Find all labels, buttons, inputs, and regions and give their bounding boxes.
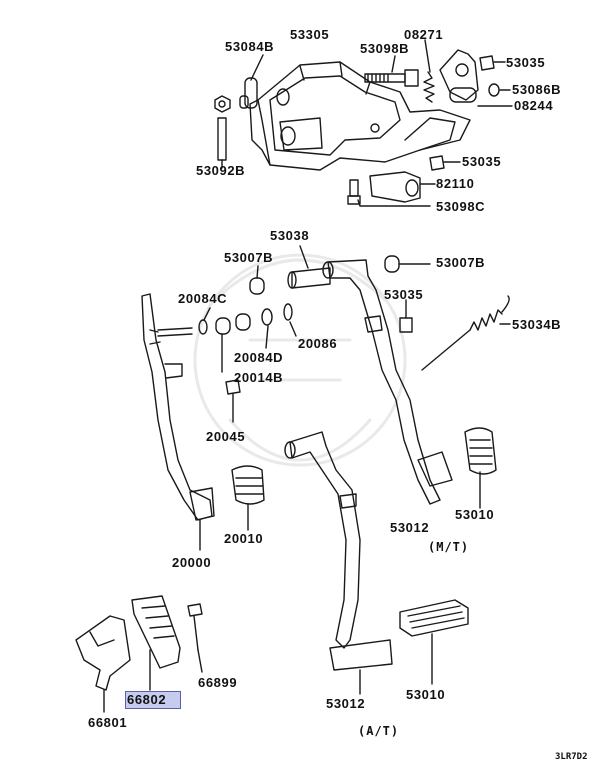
bracket-66801	[75, 615, 131, 713]
label-53035-a[interactable]: 53035	[506, 55, 546, 70]
note-mt: (M/T)	[428, 540, 470, 554]
label-08244[interactable]: 08244	[514, 98, 554, 113]
label-20084C[interactable]: 20084C	[178, 291, 228, 306]
pedal-pad-53010-mt	[464, 427, 497, 509]
bushing-53035-top	[479, 55, 506, 71]
label-66801[interactable]: 66801	[88, 715, 128, 730]
note-at: (A/T)	[358, 724, 400, 738]
label-53038[interactable]: 53038	[270, 228, 310, 243]
label-53007B-right[interactable]: 53007B	[436, 255, 486, 270]
bushing-53007B-left	[249, 277, 265, 295]
plate-08244	[439, 49, 479, 101]
washer-20084C	[198, 319, 208, 335]
label-82110[interactable]: 82110	[436, 176, 475, 191]
bushing-53007B-right	[384, 255, 431, 273]
label-53010-mt[interactable]: 53010	[455, 507, 495, 522]
nut-53092B	[214, 95, 249, 161]
pedal-bracket-53305	[249, 61, 471, 171]
label-20000[interactable]: 20000	[172, 555, 212, 570]
bushing-53035-lower	[399, 317, 413, 333]
pivot-pin	[157, 327, 193, 337]
watermark-emblem	[193, 253, 407, 467]
bushing-53035-mid	[429, 155, 461, 171]
label-08271[interactable]: 08271	[404, 27, 444, 42]
bushing-20014B	[215, 317, 231, 335]
washer-53086B	[488, 83, 511, 97]
label-20086[interactable]: 20086	[298, 336, 338, 351]
label-53084B[interactable]: 53084B	[225, 39, 275, 54]
label-20045[interactable]: 20045	[206, 429, 246, 444]
bolt-53098B	[364, 69, 419, 87]
washer-20084D	[261, 308, 273, 326]
label-53098C[interactable]: 53098C	[436, 199, 486, 214]
label-53098B[interactable]: 53098B	[360, 41, 410, 56]
sleeve-53038	[287, 267, 331, 289]
label-20010[interactable]: 20010	[224, 531, 264, 546]
bolt-66899	[187, 603, 203, 673]
spring-53034B	[421, 295, 511, 371]
label-53034B[interactable]: 53034B	[512, 317, 562, 332]
clip-20086	[283, 303, 293, 321]
pedal-pad-53010-at	[399, 599, 469, 685]
brake-pad-20010	[231, 465, 265, 531]
stopper-20045	[225, 379, 241, 423]
label-20014B[interactable]: 20014B	[234, 370, 284, 385]
brake-pedal-53012-at	[284, 431, 393, 671]
label-53305[interactable]: 53305	[290, 27, 330, 42]
label-53086B[interactable]: 53086B	[512, 82, 562, 97]
label-66899[interactable]: 66899	[198, 675, 238, 690]
diagram-code: 3LR7D2	[555, 752, 588, 762]
bolt-53098C	[347, 179, 431, 207]
spacer-53084B	[244, 77, 258, 109]
label-53035-b[interactable]: 53035	[462, 154, 502, 169]
label-53012-at[interactable]: 53012	[326, 696, 366, 711]
switch-82110	[369, 171, 436, 203]
clutch-pedal-53012-mt	[322, 259, 453, 505]
label-53012-mt[interactable]: 53012	[390, 520, 430, 535]
label-66802[interactable]: 66802	[127, 692, 167, 707]
accelerator-pedal-66802	[131, 595, 181, 691]
brake-pedal-20000	[141, 293, 215, 521]
label-53092B[interactable]: 53092B	[196, 163, 246, 178]
label-53010-at[interactable]: 53010	[406, 687, 446, 702]
bushing-20014B-2	[235, 313, 251, 331]
spring-08271	[423, 71, 435, 103]
label-53007B-left[interactable]: 53007B	[224, 250, 274, 265]
label-53035-c[interactable]: 53035	[384, 287, 424, 302]
label-20084D[interactable]: 20084D	[234, 350, 284, 365]
highlight-66802	[125, 691, 181, 709]
